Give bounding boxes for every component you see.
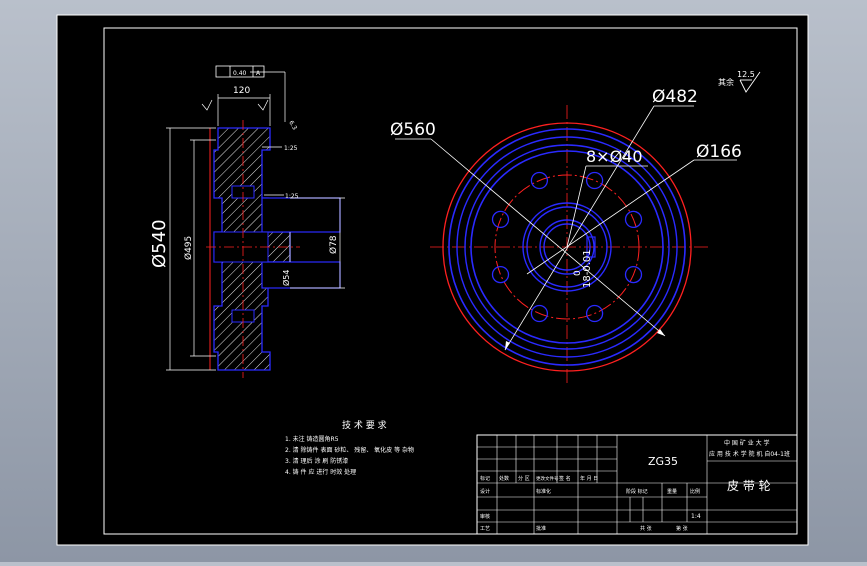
tolerance-ref: A [256,70,261,77]
web-hole [624,210,643,229]
web-hole [585,304,604,323]
tolerance-frame [215,65,265,78]
web-hole [585,171,604,190]
label-sheet-total: 共 张 [640,525,652,532]
outer-circle [442,122,692,372]
bore-circle-1 [539,219,595,275]
title-block: ZG35 中 国 矿 业 大 学 应 用 技 术 学 院 机 自04-1班 皮 … [476,434,798,535]
hub-upper [261,197,341,233]
rim-circle-2 [456,136,678,358]
school-line-2: 应 用 技 术 学 院 机 自04-1班 [709,450,790,458]
tech-item-1: 1. 未注 铸造圆角R5 [285,435,339,443]
title-block-frame [476,434,798,535]
roughness-value: 12.5 [737,70,755,79]
leader-d482 [504,105,655,351]
dim-d540: Ø540 [149,219,170,268]
bore-circle-2 [543,223,591,271]
tech-title: 技 术 要 求 [342,419,387,431]
label-process: 工艺 [480,526,490,532]
leader-d166 [526,159,695,275]
tech-item-4: 4. 铸 件 应 进行 时效 处理 [285,468,356,476]
dim-d482: Ø482 [652,87,698,107]
tech-item-2: 2. 清 除铸件 表面 砂粒、 残留、 氧化皮 等 杂物 [285,446,414,454]
dim-d495: Ø495 [183,236,194,260]
row-count: 处数 [499,475,509,482]
dim-d78: Ø78 [328,235,339,254]
roughness-mark-left [201,99,213,111]
leader-holes [566,165,587,248]
school-line-1: 中 国 矿 业 大 学 [724,439,770,447]
label-weight: 重量 [667,488,677,495]
row-mark: 标记 [480,475,490,482]
web-hole [624,265,643,284]
tech-requirements: 技 术 要 求 1. 未注 铸造圆角R5 2. 清 除铸件 表面 砂粒、 残留、… [285,419,414,476]
row-zone: 分 区 [518,475,530,482]
web-holes [491,171,643,323]
hub-circle-2 [526,206,608,288]
title-block-grid [477,435,797,534]
hub-lower [261,261,341,289]
label-design: 设计 [480,488,490,495]
roughness-symbol: 其余 12.5 [718,70,761,93]
arrow-d560 [657,329,665,336]
inner-frame [103,27,798,535]
leader-d560 [430,138,666,337]
web-hole [491,210,510,229]
roughness-check [739,71,761,93]
dim-bore: Ø54 [281,270,291,286]
web-hole [530,171,549,190]
label-approve: 批准 [536,525,546,532]
keyway [586,236,596,258]
label-ratio: 比例 [690,488,700,495]
tolerance-value: 0.40 [233,70,247,77]
scale: 1:4 [691,513,701,520]
label-sheet-num: 第 张 [676,525,688,532]
dim-d166: Ø166 [696,142,742,162]
dim-keyway-zero: 0 [573,270,583,276]
tech-item-3: 3. 清 理后 涂 刷 防锈漆 [285,457,348,465]
taper-label-2: 1:25 [285,193,299,200]
part-name: 皮 带 轮 [727,479,771,493]
section-view: 0.40 A 120 Ø540 Ø495 Ø78 Ø54 1:25 1:25 6… [149,65,345,378]
label-standard: 标准化 [536,488,551,495]
bore-section [213,231,269,263]
front-view: Ø560 Ø482 Ø166 8×Ø40 18-0.01 0 [390,87,742,385]
rim-circle-3 [464,144,670,350]
row-sign: 签 名 [559,475,571,482]
arrow-d482 [505,341,510,350]
label-stage: 阶段 标记 [626,488,648,495]
row-change-doc: 更改文件号 [536,475,559,482]
hub-circle-1 [522,202,612,292]
roughness-mark-right [257,99,269,111]
roughness-corner: 6.3 [287,120,298,132]
pitch-circle [494,174,640,320]
roughness-label: 其余 [718,77,734,87]
sheet-border [56,14,809,546]
dim-120: 120 [233,86,250,96]
material: ZG35 [648,455,678,468]
dim-holes: 8×Ø40 [586,147,643,166]
taper-label-1: 1:25 [284,145,298,152]
label-review: 审核 [480,513,490,520]
row-date: 年 月 日 [580,475,598,482]
web-hole [530,304,549,323]
web-hole [491,265,510,284]
dim-d560: Ø560 [390,120,436,140]
dim-keyway: 18-0.01 [582,249,593,288]
rim-circle-4 [470,150,664,344]
rim-circle-1 [448,128,686,366]
